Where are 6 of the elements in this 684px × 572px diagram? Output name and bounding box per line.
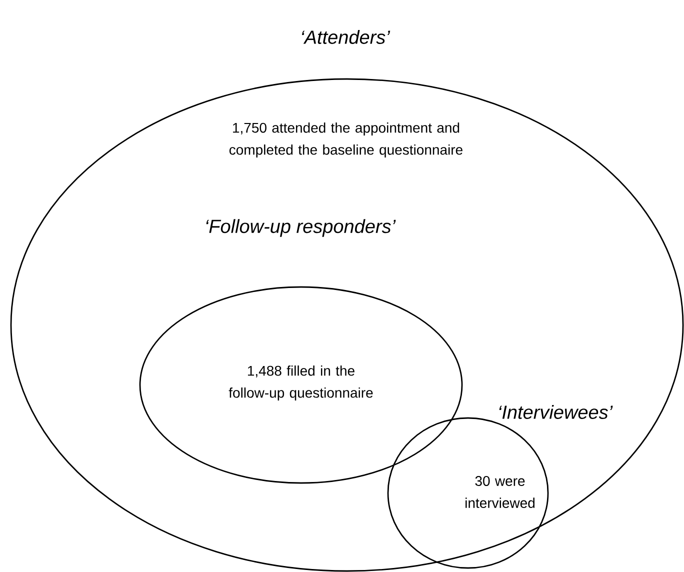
set-heading: ‘Interviewees’ — [499, 405, 613, 419]
set-description: 30 were interviewed — [466, 476, 534, 508]
set-heading: ‘Attenders’ — [302, 30, 390, 44]
set-heading: ‘Follow-up responders’ — [206, 219, 396, 237]
set-description: 1,750 attended the appointment and completed the baseline questionnaire — [229, 122, 462, 158]
set-description: 1,488 filled in the follow-up questionnaire — [228, 365, 373, 401]
